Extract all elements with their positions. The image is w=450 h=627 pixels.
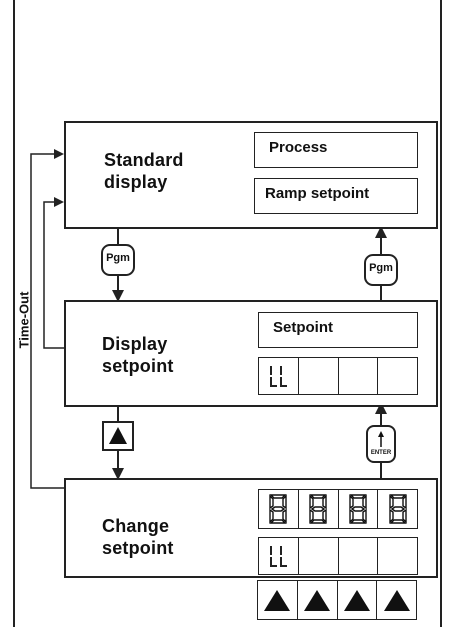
enter-key-label: ENTER [370,450,392,456]
up-arrow-key-row [257,580,417,620]
pgm-key-label: Pgm [369,262,393,274]
change-setpoint-block: Change setpoint [64,478,438,578]
digit-cell [259,358,298,394]
segment-digit [337,490,378,528]
page-border-right [440,0,442,627]
digit-cell [337,538,378,574]
digit-cell [259,538,298,574]
enter-key[interactable]: ENTER [366,425,396,463]
display-setpoint-block: Display setpoint Setpoint [64,300,438,407]
digit-cell [297,358,338,394]
digit-cell [377,358,417,394]
enter-key-icon [366,425,396,463]
setpoint-digit-row [258,357,418,395]
up-arrow-key[interactable] [296,581,337,619]
display-setpoint-title: Display setpoint [102,334,174,376]
seven-segment-display [258,489,418,529]
change-setpoint-title: Change setpoint [102,516,174,558]
flashing-digit-indicator-icon [270,366,288,387]
standard-display-title: Standard display [104,150,184,192]
pgm-key-right[interactable]: Pgm [364,254,398,286]
up-arrow-key-icon [102,421,134,451]
up-arrow-key-icon [383,590,410,611]
up-arrow-key[interactable] [102,421,134,451]
pgm-key-icon [364,254,398,286]
segment-digit [377,490,417,528]
digit-cell [377,538,417,574]
pgm-key-label: Pgm [106,252,130,264]
standard-display-block: Standard display Process Ramp setpoint [64,121,438,229]
pgm-key-icon [101,244,135,276]
segment-digit [259,490,298,528]
segment-digit [297,490,338,528]
up-arrow-key[interactable] [336,581,377,619]
flashing-digit-indicator-icon [270,546,288,567]
digit-cell [297,538,338,574]
up-arrow-key-icon [264,590,291,611]
digit-cell [337,358,378,394]
pgm-key-left[interactable]: Pgm [101,244,135,276]
up-arrow-key-icon [304,590,331,611]
ramp-setpoint-field: Ramp setpoint [254,178,418,214]
time-out-label: Time-Out [16,291,32,349]
up-arrow-key[interactable] [258,581,297,619]
up-arrow-key-icon [343,590,370,611]
setpoint-field: Setpoint [258,312,418,348]
process-field: Process [254,132,418,168]
change-digit-row [258,537,418,575]
up-arrow-key[interactable] [376,581,416,619]
page-border-left [13,0,15,627]
